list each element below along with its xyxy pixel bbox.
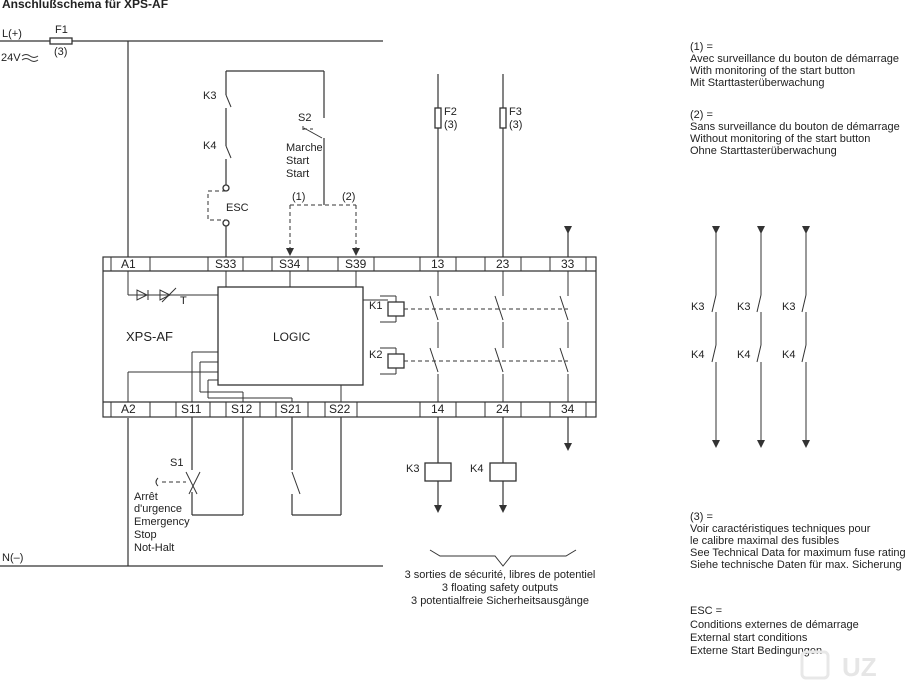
output-caption-2: 3 potentialfreie Sicherheitsausgänge (411, 595, 589, 607)
supply-voltage-label: 24V (1, 52, 21, 64)
note-3-line-0: Voir caractéristiques techniques pour (690, 523, 871, 535)
note-3-line-3: Siehe technische Daten für max. Sicherun… (690, 559, 902, 571)
output-caption-0: 3 sorties de sécurité, libres de potenti… (405, 569, 596, 581)
terminal-a1: A1 (121, 257, 136, 271)
ac-dc-symbol (21, 54, 39, 62)
relay-k2: K2 (369, 347, 405, 375)
side-k3-3: K3 (782, 301, 795, 313)
side-contact-chains: K3 K3 K3 K4 K4 K4 (691, 226, 810, 448)
estop-label-1: d'urgence (134, 503, 182, 515)
side-k3-1: K3 (691, 301, 704, 313)
diode-symbol: T (127, 271, 218, 307)
estop-label-4: Not-Halt (134, 542, 174, 554)
note-1-line-2: Mit Starttasterüberwachung (690, 77, 825, 89)
terminal-s11: S11 (181, 402, 202, 416)
estop-label-3: Stop (134, 529, 157, 541)
note-2-line-0: Sans surveillance du bouton de démarrage (690, 121, 900, 133)
note-esc-key: ESC = (690, 605, 722, 617)
watermark: UZ (800, 650, 877, 682)
note-3-line-2: See Technical Data for maximum fuse rati… (690, 547, 906, 559)
relay-k2-label: K2 (369, 349, 382, 361)
coil-k3 (424, 462, 452, 482)
terminal-14: 14 (431, 402, 445, 416)
terminal-s12: S12 (231, 402, 253, 416)
fuse-f3-symbol (499, 107, 507, 129)
note-2-key: (2) = (690, 109, 713, 121)
output-coils: K3 K4 3 sorties de sécurité, libres de p… (405, 417, 596, 607)
note-esc-line-2: Externe Start Bedingungen (690, 645, 822, 657)
s2-label: S2 (298, 112, 311, 124)
logic-label: LOGIC (273, 330, 311, 344)
side-k4-2: K4 (737, 349, 750, 361)
fuse-f2-note: (3) (444, 119, 457, 131)
s2-label-en: Start (286, 155, 309, 167)
option-1-label: (1) (292, 191, 305, 203)
coil-k4 (489, 462, 517, 482)
terminal-34: 34 (561, 402, 575, 416)
watermark-logo-icon (800, 650, 830, 680)
supply-rails: L(+) 24V F1 (3) N(–) (0, 24, 383, 567)
fuse-f3-label: F3 (509, 106, 522, 118)
module-name: XPS-AF (126, 329, 173, 344)
coil-k4-label: K4 (470, 463, 483, 475)
option-2-label: (2) (342, 191, 355, 203)
emergency-stop-s1: S1 Arrêt d'urgence Emergency Stop Not-Ha… (134, 417, 244, 554)
fuse-f2-symbol (434, 107, 442, 129)
s2-label-de: Start (286, 168, 309, 180)
note-1-line-0: Avec surveillance du bouton de démarrage (690, 53, 899, 65)
xps-af-module: A1 S33 S34 S39 13 23 33 A2 S11 S12 S21 S… (102, 256, 597, 418)
contact-k3-label: K3 (203, 90, 216, 102)
output-contacts (429, 271, 569, 402)
fuse-f1-note: (3) (54, 46, 67, 58)
terminal-a2: A2 (121, 402, 136, 416)
note-1-key: (1) = (690, 41, 713, 53)
note-3-line-1: le calibre maximal des fusibles (690, 535, 840, 547)
fuse-f3-note: (3) (509, 119, 522, 131)
diode-tag: T (180, 295, 187, 307)
channel-2-loop (291, 417, 342, 516)
terminal-24: 24 (496, 402, 510, 416)
terminal-s33: S33 (215, 257, 237, 271)
terminal-s21: S21 (280, 402, 302, 416)
s2-label-fr: Marche (286, 142, 323, 154)
supply-minus-label: N(–) (2, 552, 23, 564)
diagram-title: Anschlußschema für XPS-AF (2, 0, 168, 11)
relay-k1-label: K1 (369, 300, 382, 312)
terminal-13: 13 (431, 257, 445, 271)
note-esc-line-0: Conditions externes de démarrage (690, 619, 859, 631)
watermark-text: UZ (842, 652, 877, 682)
note-1-line-1: With monitoring of the start button (690, 65, 855, 77)
side-k4-1: K4 (691, 349, 704, 361)
side-k4-3: K4 (782, 349, 795, 361)
terminal-23: 23 (496, 257, 510, 271)
start-button-s2: S2 Marche Start Start (1) (2) (286, 71, 360, 256)
supply-plus-label: L(+) (2, 28, 22, 40)
estop-label-2: Emergency (134, 516, 190, 528)
output-caption-1: 3 floating safety outputs (442, 582, 559, 594)
relay-k1: K1 (363, 295, 405, 323)
coil-k3-label: K3 (406, 463, 419, 475)
terminal-33: 33 (561, 257, 575, 271)
notes: (1) = Avec surveillance du bouton de dém… (690, 41, 906, 657)
start-chain: K3 K4 ESC (203, 70, 324, 257)
esc-label: ESC (226, 202, 249, 214)
s1-label: S1 (170, 457, 183, 469)
note-3-key: (3) = (690, 511, 713, 523)
contact-k4-label: K4 (203, 140, 216, 152)
estop-label-0: Arrêt (134, 491, 158, 503)
side-k3-2: K3 (737, 301, 750, 313)
fuse-f1-symbol (49, 37, 73, 45)
output-brace (429, 549, 577, 567)
output-fuses: F2 (3) F3 (3) (434, 74, 572, 257)
terminal-s22: S22 (329, 402, 351, 416)
logic-block (217, 286, 364, 386)
fuse-f2-label: F2 (444, 106, 457, 118)
note-esc-line-1: External start conditions (690, 632, 808, 644)
terminal-s39: S39 (345, 257, 367, 271)
terminal-s34: S34 (279, 257, 301, 271)
note-2-line-1: Without monitoring of the start button (690, 133, 870, 145)
fuse-f1-label: F1 (55, 24, 68, 36)
note-2-line-2: Ohne Starttasterüberwachung (690, 145, 837, 157)
